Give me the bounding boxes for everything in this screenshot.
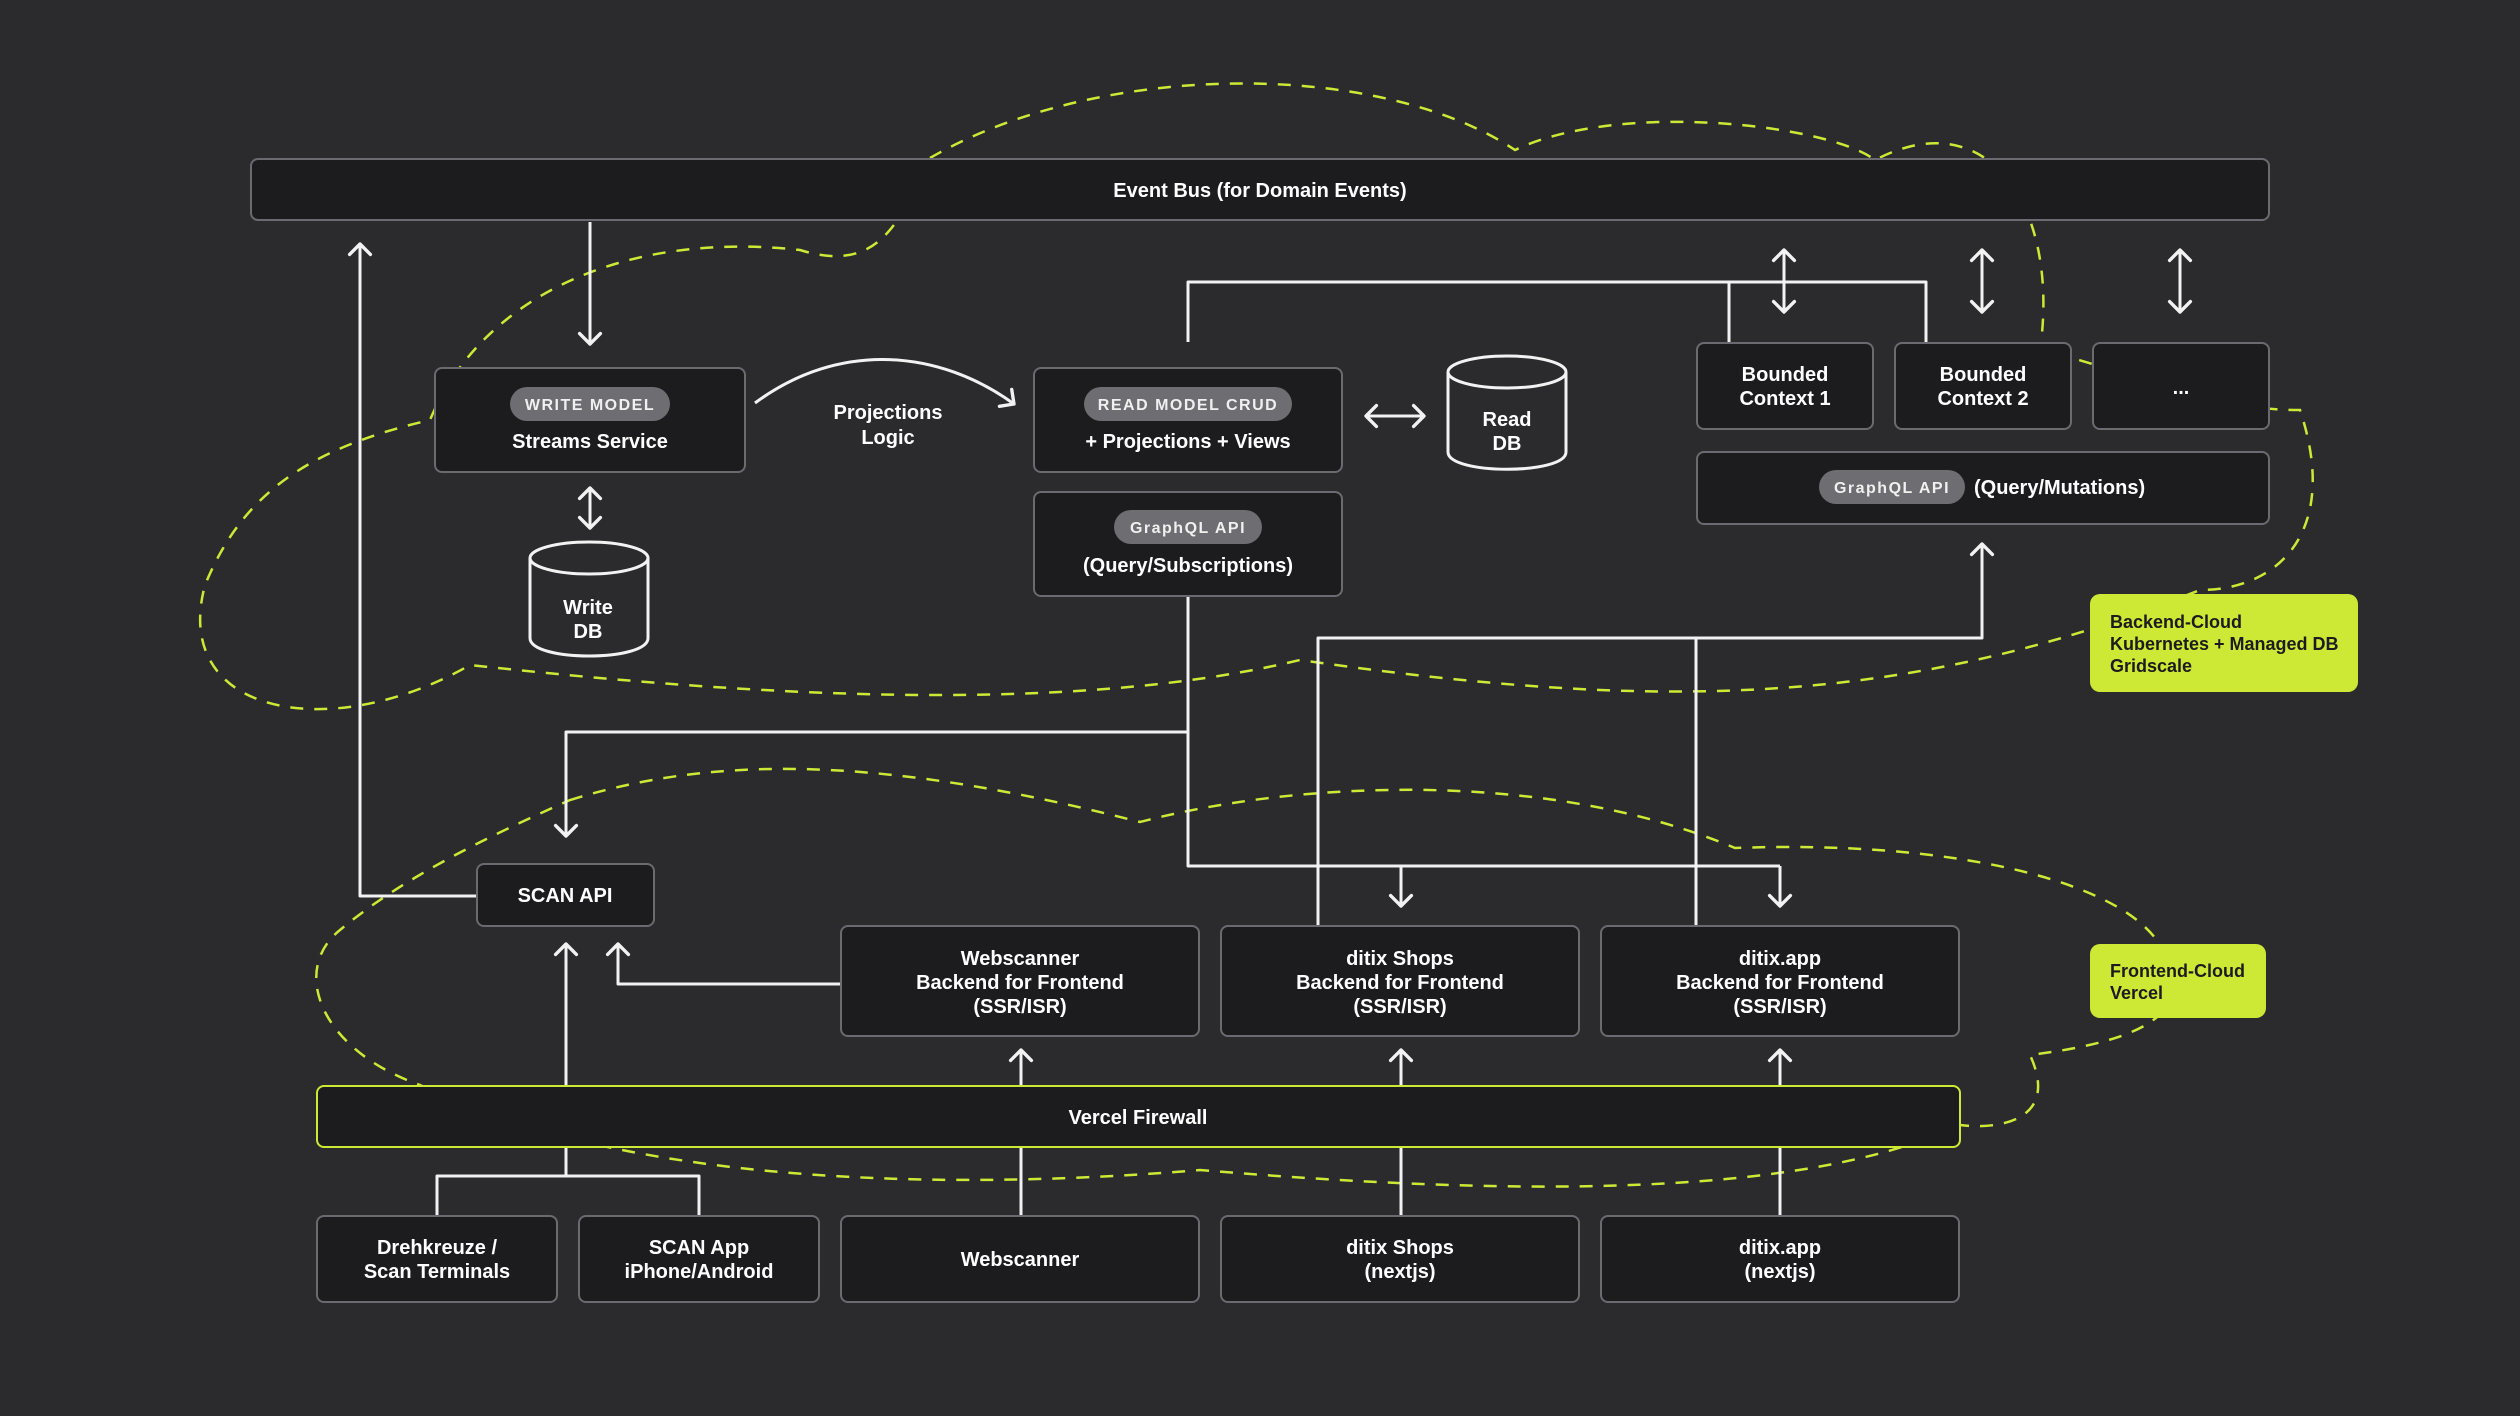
write-model-box: WRITE MODEL Streams Service	[434, 367, 746, 473]
bffs-to-graphql-mut	[1316, 542, 1995, 926]
svg-text:Bounded: Bounded	[1742, 364, 1829, 386]
read-model-label: + Projections + Views	[1085, 431, 1290, 453]
event-bus-label: Event Bus (for Domain Events)	[1113, 180, 1406, 202]
svg-text:(SSR/ISR): (SSR/ISR)	[1353, 996, 1446, 1018]
write-model-tag: WRITE MODEL	[525, 397, 655, 414]
svg-text:SCAN API: SCAN API	[518, 885, 613, 907]
graphql-mut-label: (Query/Mutations)	[1974, 477, 2145, 499]
webscanner-bff-to-scan-api	[605, 942, 840, 986]
bus-read-model-link	[1186, 280, 1928, 342]
client-scan-app-box: SCAN App iPhone/Android	[578, 1215, 820, 1303]
client-app-box: ditix.app (nextjs)	[1600, 1215, 1960, 1303]
read-db-cylinder: Read DB	[1446, 354, 1568, 471]
event-bus: Event Bus (for Domain Events)	[250, 158, 2270, 221]
svg-text:Kubernetes + Managed DB: Kubernetes + Managed DB	[2110, 634, 2339, 654]
client-webscanner-box: Webscanner	[840, 1215, 1200, 1303]
svg-text:ditix Shops: ditix Shops	[1346, 948, 1454, 970]
graphql-sub-to-scan-api	[553, 596, 1190, 838]
vercel-firewall-bar: Vercel Firewall	[316, 1085, 1961, 1148]
svg-text:Projections: Projections	[834, 402, 943, 424]
bounded-context-1: Bounded Context 1	[1696, 342, 1874, 430]
svg-text:Backend for Frontend: Backend for Frontend	[916, 972, 1124, 994]
svg-text:ditix.app: ditix.app	[1739, 1237, 1821, 1259]
svg-text:Gridscale: Gridscale	[2110, 656, 2192, 676]
read-model-box: READ MODEL CRUD + Projections + Views	[1033, 367, 1343, 473]
svg-text:(nextjs): (nextjs)	[1744, 1261, 1815, 1283]
svg-text:DB: DB	[574, 621, 603, 643]
svg-text:Webscanner: Webscanner	[961, 1249, 1080, 1271]
graphql-mut-tag: GraphQL API	[1834, 480, 1950, 497]
svg-text:(SSR/ISR): (SSR/ISR)	[1733, 996, 1826, 1018]
graphql-sub-tag: GraphQL API	[1130, 520, 1246, 537]
svg-text:(SSR/ISR): (SSR/ISR)	[973, 996, 1066, 1018]
svg-text:Write: Write	[563, 597, 613, 619]
clients-to-firewall-left	[435, 1148, 701, 1216]
svg-text:SCAN App: SCAN App	[649, 1237, 749, 1259]
svg-text:(nextjs): (nextjs)	[1364, 1261, 1435, 1283]
graphql-sub-to-bffs	[1186, 732, 1780, 868]
bff-webscanner-box: Webscanner Backend for Frontend (SSR/ISR…	[840, 925, 1200, 1037]
svg-text:Backend for Frontend: Backend for Frontend	[1296, 972, 1504, 994]
bounded-context-more: ...	[2092, 342, 2270, 430]
svg-text:DB: DB	[1493, 433, 1522, 455]
svg-text:Bounded: Bounded	[1940, 364, 2027, 386]
scan-api-box: SCAN API	[476, 863, 655, 927]
svg-text:ditix.app: ditix.app	[1739, 948, 1821, 970]
connectors	[347, 222, 2193, 1216]
svg-text:Drehkreuze /: Drehkreuze /	[377, 1237, 497, 1259]
client-shops-box: ditix Shops (nextjs)	[1220, 1215, 1580, 1303]
write-db-cylinder: Write DB	[528, 540, 650, 658]
svg-text:Logic: Logic	[861, 427, 914, 449]
read-model-tag: READ MODEL CRUD	[1098, 397, 1278, 414]
projections-arc	[754, 358, 1016, 408]
write-model-label: Streams Service	[512, 431, 668, 453]
svg-text:Context 2: Context 2	[1937, 388, 2028, 410]
svg-text:...: ...	[2173, 377, 2190, 399]
frontend-cloud-outline	[315, 767, 2175, 1188]
backend-cloud-badge: Backend-Cloud Kubernetes + Managed DB Gr…	[2090, 594, 2358, 692]
graphql-subscriptions-box: GraphQL API (Query/Subscriptions)	[1033, 491, 1343, 597]
svg-text:Vercel: Vercel	[2110, 983, 2163, 1003]
svg-text:Backend for Frontend: Backend for Frontend	[1676, 972, 1884, 994]
bounded-context-2: Bounded Context 2	[1894, 342, 2072, 430]
svg-text:Scan Terminals: Scan Terminals	[364, 1261, 510, 1283]
projections-logic-label: Projections Logic	[834, 402, 943, 449]
scan-api-to-bus	[347, 242, 477, 898]
bff-shops-box: ditix Shops Backend for Frontend (SSR/IS…	[1220, 925, 1580, 1037]
svg-text:Frontend-Cloud: Frontend-Cloud	[2110, 961, 2245, 981]
bff-app-box: ditix.app Backend for Frontend (SSR/ISR)	[1600, 925, 1960, 1037]
graphql-sub-label: (Query/Subscriptions)	[1083, 555, 1293, 577]
svg-text:Context 1: Context 1	[1739, 388, 1830, 410]
svg-text:iPhone/Android: iPhone/Android	[625, 1261, 774, 1283]
svg-text:Backend-Cloud: Backend-Cloud	[2110, 612, 2242, 632]
svg-text:ditix Shops: ditix Shops	[1346, 1237, 1454, 1259]
graphql-mutations-box: GraphQL API (Query/Mutations)	[1696, 451, 2270, 525]
svg-text:Webscanner: Webscanner	[961, 948, 1080, 970]
frontend-cloud-badge: Frontend-Cloud Vercel	[2090, 944, 2266, 1018]
client-drehkreuze-box: Drehkreuze / Scan Terminals	[316, 1215, 558, 1303]
svg-text:Read: Read	[1483, 409, 1532, 431]
svg-text:Vercel Firewall: Vercel Firewall	[1069, 1107, 1208, 1129]
